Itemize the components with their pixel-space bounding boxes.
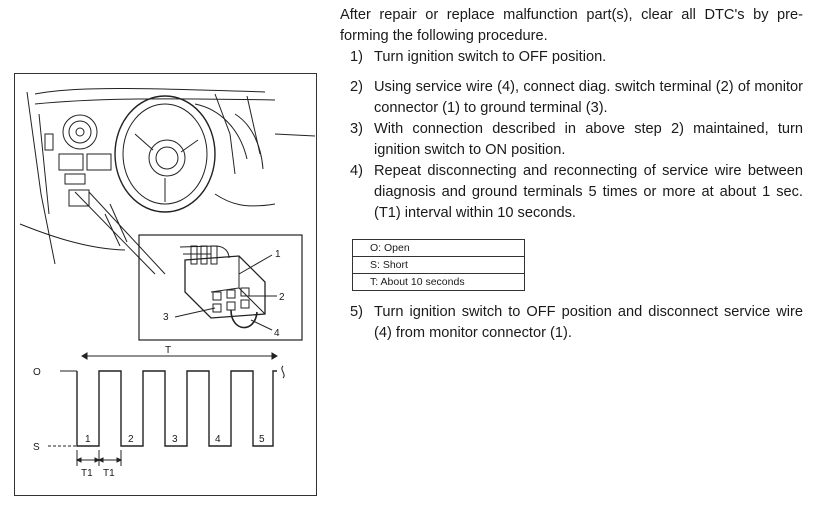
diagnosis-figure: 1 2 3 4 T O S 1 2 3 4 5 T1 T1 [14, 73, 317, 496]
pulse-label-4: 4 [215, 434, 221, 445]
step-number: 5) [350, 304, 363, 320]
step-number: 2) [350, 79, 363, 95]
total-time-label: T [165, 345, 171, 356]
pulse-label-2: 2 [128, 434, 134, 445]
step-4: 4) Repeat disconnecting and reconnecting… [340, 161, 803, 224]
legend-time: T: About 10 seconds [352, 273, 525, 291]
legend-short: S: Short [352, 256, 525, 274]
dashboard-illustration [19, 88, 316, 275]
connector-inset [138, 234, 303, 341]
step-number: 4) [350, 163, 363, 179]
callout-3: 3 [163, 312, 169, 323]
step-number: 3) [350, 121, 363, 137]
step-text: With connection described in above step … [374, 121, 803, 158]
pulse-label-1: 1 [85, 434, 91, 445]
legend-table: O: Open S: Short T: About 10 seconds [352, 239, 525, 291]
interval-label-2: T1 [103, 468, 115, 479]
callout-2: 2 [279, 292, 285, 303]
timing-chart [48, 352, 285, 466]
procedure-intro: After repair or replace malfunction part… [340, 7, 803, 44]
step-number: 1) [350, 49, 363, 65]
step-3: 3) With connection described in above st… [340, 119, 803, 161]
figure-drawing: 1 2 3 4 T O S 1 2 3 4 5 T1 T1 [19, 88, 316, 479]
step-2: 2) Using service wire (4), connect diag.… [340, 77, 803, 119]
step-text: Turn ignition switch to OFF position and… [374, 304, 803, 341]
pulse-label-5: 5 [259, 434, 265, 445]
callout-4: 4 [274, 328, 280, 339]
legend-row: O: Open [352, 239, 525, 257]
step-text: Using service wire (4), connect diag. sw… [374, 79, 803, 116]
legend-row: T: About 10 seconds [352, 273, 525, 291]
interval-label-1: T1 [81, 468, 93, 479]
callout-1: 1 [275, 249, 281, 260]
open-label: O [33, 367, 41, 378]
legend-row: S: Short [352, 256, 525, 274]
short-label: S [33, 442, 40, 453]
legend-open: O: Open [352, 239, 525, 257]
pulse-label-3: 3 [172, 434, 178, 445]
step-5: 5) Turn ignition switch to OFF position … [340, 302, 803, 344]
step-text: Repeat disconnecting and reconnecting of… [374, 163, 803, 221]
step-1: 1) Turn ignition switch to OFF position. [340, 47, 803, 68]
procedure-text: After repair or replace malfunction part… [340, 5, 803, 344]
step-text: Turn ignition switch to OFF position. [374, 49, 607, 65]
